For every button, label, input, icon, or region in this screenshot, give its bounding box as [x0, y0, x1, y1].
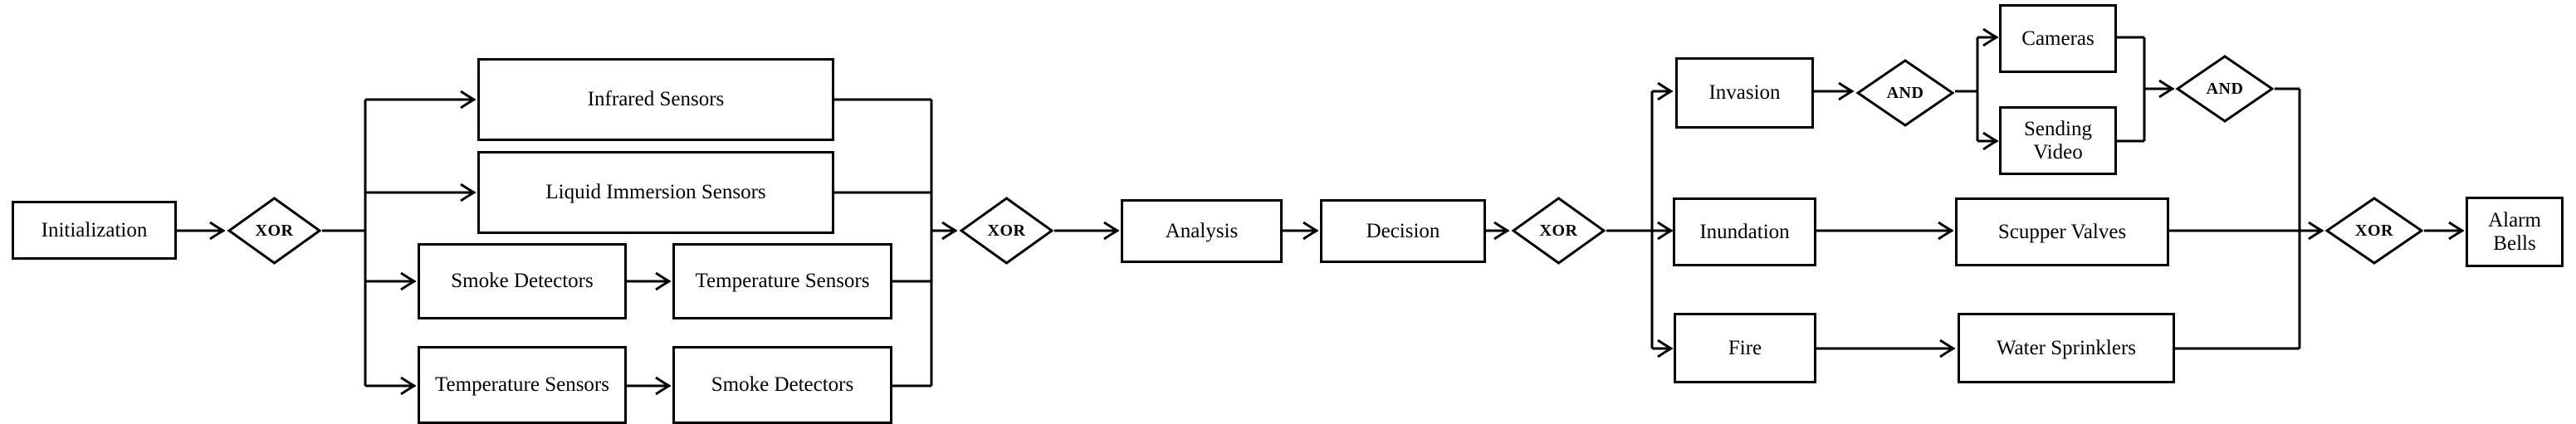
node-label: Temperature Sensors	[695, 270, 870, 292]
node-label: XOR	[2355, 221, 2393, 240]
diamond-shape	[959, 197, 1054, 265]
node-inundation[interactable]: Inundation	[1673, 197, 1816, 266]
node-water-sprinklers[interactable]: Water Sprinklers	[1958, 313, 2175, 383]
node-label: XOR	[255, 221, 294, 240]
node-label: XOR	[1539, 221, 1578, 240]
node-scupper-valves[interactable]: Scupper Valves	[1955, 197, 2169, 266]
node-label: Smoke Detectors	[711, 373, 854, 396]
gateway-and-1[interactable]: AND	[1855, 58, 1955, 128]
gateway-xor-4[interactable]: XOR	[2324, 196, 2424, 266]
node-initialization[interactable]: Initialization	[12, 201, 177, 260]
node-label: Sending Video	[2024, 117, 2092, 163]
node-label: Decision	[1366, 219, 1440, 242]
node-liquid-immersion-sensors[interactable]: Liquid Immersion Sensors	[477, 151, 834, 234]
node-fire[interactable]: Fire	[1674, 313, 1816, 383]
node-label: Cameras	[2021, 27, 2095, 50]
node-infrared-sensors[interactable]: Infrared Sensors	[477, 58, 834, 141]
node-label: Alarm Bells	[2488, 208, 2541, 255]
node-label: Water Sprinklers	[1996, 336, 2137, 359]
node-invasion[interactable]: Invasion	[1675, 57, 1814, 129]
diamond-shape	[1855, 59, 1955, 127]
diamond-shape	[2175, 55, 2275, 123]
node-alarm-bells[interactable]: Alarm Bells	[2466, 197, 2564, 267]
gateway-xor-3[interactable]: XOR	[1511, 196, 1606, 266]
node-smoke-detectors-b[interactable]: Smoke Detectors	[672, 346, 892, 424]
node-label: Temperature Sensors	[435, 373, 609, 396]
gateway-xor-2[interactable]: XOR	[959, 196, 1054, 266]
node-analysis[interactable]: Analysis	[1121, 199, 1283, 263]
node-label: Liquid Immersion Sensors	[545, 181, 766, 203]
diamond-shape	[2324, 197, 2424, 265]
node-label: Initialization	[41, 218, 148, 241]
node-temperature-sensors-a[interactable]: Temperature Sensors	[672, 243, 892, 319]
gateway-and-2[interactable]: AND	[2175, 54, 2275, 124]
node-label: Fire	[1728, 336, 1762, 359]
node-label: Invasion	[1708, 81, 1781, 104]
diamond-shape	[1511, 197, 1606, 265]
node-sending-video[interactable]: Sending Video	[1999, 106, 2117, 175]
node-label: Inundation	[1699, 220, 1790, 243]
node-decision[interactable]: Decision	[1320, 199, 1486, 263]
gateway-xor-1[interactable]: XOR	[227, 196, 322, 266]
node-smoke-detectors-a[interactable]: Smoke Detectors	[418, 243, 627, 319]
node-temperature-sensors-b[interactable]: Temperature Sensors	[418, 346, 627, 424]
node-label: Infrared Sensors	[587, 88, 725, 110]
node-label: Scupper Valves	[1997, 220, 2127, 243]
diamond-shape	[227, 197, 322, 265]
node-cameras[interactable]: Cameras	[1999, 4, 2117, 73]
node-label: Analysis	[1165, 219, 1239, 242]
node-label: AND	[2206, 79, 2244, 98]
node-label: AND	[1886, 83, 1924, 102]
node-label: Smoke Detectors	[451, 270, 594, 292]
node-label: XOR	[987, 221, 1026, 240]
